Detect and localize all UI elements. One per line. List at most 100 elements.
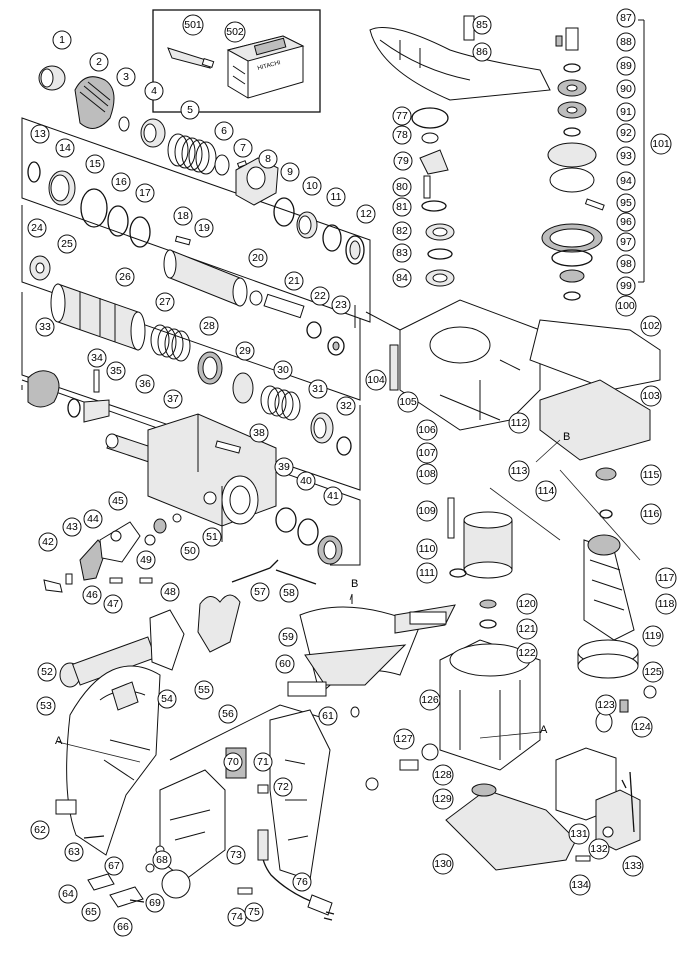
callout-24: 24 (27, 218, 47, 238)
svg-text:22: 22 (314, 290, 326, 302)
svg-text:122: 122 (518, 647, 536, 659)
svg-text:501: 501 (184, 19, 202, 31)
callout-132: 132 (588, 838, 610, 860)
callout-57: 57 (250, 582, 270, 602)
svg-text:62: 62 (34, 824, 46, 836)
svg-text:85: 85 (476, 19, 488, 31)
svg-text:117: 117 (658, 572, 675, 584)
svg-text:129: 129 (434, 793, 452, 805)
ref-letter-a: A (540, 724, 548, 736)
callout-119: 119 (642, 625, 664, 647)
svg-text:47: 47 (107, 598, 119, 610)
callout-102: 102 (640, 315, 662, 337)
svg-text:26: 26 (119, 271, 131, 283)
callout-67: 67 (104, 856, 124, 876)
svg-text:94: 94 (620, 175, 632, 187)
svg-text:67: 67 (108, 860, 120, 872)
svg-text:4: 4 (151, 85, 157, 97)
callout-63: 63 (64, 842, 84, 862)
svg-text:15: 15 (89, 158, 101, 170)
callout-106: 106 (416, 419, 438, 441)
svg-text:19: 19 (198, 222, 210, 234)
svg-text:124: 124 (633, 721, 651, 733)
callout-4: 4 (144, 81, 164, 101)
callout-100: 100 (615, 295, 637, 317)
svg-text:106: 106 (418, 424, 436, 436)
svg-text:38: 38 (253, 427, 265, 439)
callout-30: 30 (273, 360, 293, 380)
callout-54: 54 (157, 689, 177, 709)
callout-83: 83 (392, 243, 412, 263)
callout-120: 120 (516, 593, 538, 615)
callout-41: 41 (323, 486, 343, 506)
callout-34: 34 (87, 348, 107, 368)
callout-16: 16 (111, 172, 131, 192)
callout-125: 125 (642, 661, 664, 683)
callout-80: 80 (392, 177, 412, 197)
callout-108: 108 (416, 463, 438, 485)
callout-66: 66 (113, 917, 133, 937)
callout-71: 71 (253, 752, 273, 772)
svg-text:79: 79 (397, 155, 409, 167)
motor-assembly (447, 467, 639, 679)
svg-text:63: 63 (68, 846, 80, 858)
svg-text:53: 53 (40, 700, 52, 712)
svg-text:78: 78 (396, 129, 408, 141)
callout-70: 70 (223, 752, 243, 772)
svg-text:114: 114 (538, 485, 555, 497)
upper-crank-parts (369, 15, 551, 287)
callout-73: 73 (226, 845, 246, 865)
callout-84: 84 (392, 268, 412, 288)
callout-7: 7 (233, 138, 253, 158)
callout-98: 98 (616, 254, 636, 274)
svg-text:27: 27 (159, 296, 171, 308)
callout-107: 107 (416, 442, 438, 464)
callout-26: 26 (115, 267, 135, 287)
callout-1: 1 (52, 30, 72, 50)
svg-text:32: 32 (340, 400, 352, 412)
svg-text:7: 7 (240, 142, 246, 154)
callout-19: 19 (194, 218, 214, 238)
callout-87: 87 (616, 8, 636, 28)
callout-20: 20 (248, 248, 268, 268)
svg-text:134: 134 (571, 879, 589, 891)
ref-letter-b: B (563, 431, 570, 443)
callout-110: 110 (416, 538, 438, 560)
callout-89: 89 (616, 56, 636, 76)
svg-text:54: 54 (161, 693, 173, 705)
svg-text:68: 68 (156, 854, 168, 866)
callout-122: 122 (516, 642, 538, 664)
svg-text:111: 111 (419, 567, 435, 579)
svg-text:90: 90 (620, 83, 632, 95)
svg-text:102: 102 (642, 320, 660, 332)
svg-text:1: 1 (59, 34, 65, 46)
callout-74: 74 (227, 907, 247, 927)
svg-text:51: 51 (206, 531, 218, 543)
callout-127: 127 (393, 728, 415, 750)
svg-text:44: 44 (87, 513, 99, 525)
callout-12: 12 (356, 204, 376, 224)
svg-text:49: 49 (140, 554, 152, 566)
callout-43: 43 (62, 517, 82, 537)
svg-text:116: 116 (643, 508, 660, 520)
svg-text:86: 86 (476, 46, 488, 58)
svg-text:13: 13 (34, 128, 46, 140)
callout-61: 61 (318, 706, 338, 726)
callout-49: 49 (136, 550, 156, 570)
svg-text:99: 99 (620, 280, 632, 292)
callout-75: 75 (244, 902, 264, 922)
svg-text:28: 28 (203, 320, 215, 332)
callout-117: 117 (655, 567, 677, 589)
svg-text:74: 74 (231, 911, 243, 923)
callout-502: 502 (224, 21, 246, 43)
callout-113: 113 (508, 460, 530, 482)
svg-text:109: 109 (418, 505, 436, 517)
svg-text:95: 95 (620, 197, 632, 209)
callout-103: 103 (640, 385, 662, 407)
callout-124: 124 (631, 716, 653, 738)
svg-text:76: 76 (296, 876, 308, 888)
svg-text:20: 20 (252, 252, 264, 264)
callout-128: 128 (432, 764, 454, 786)
svg-text:91: 91 (620, 106, 632, 118)
